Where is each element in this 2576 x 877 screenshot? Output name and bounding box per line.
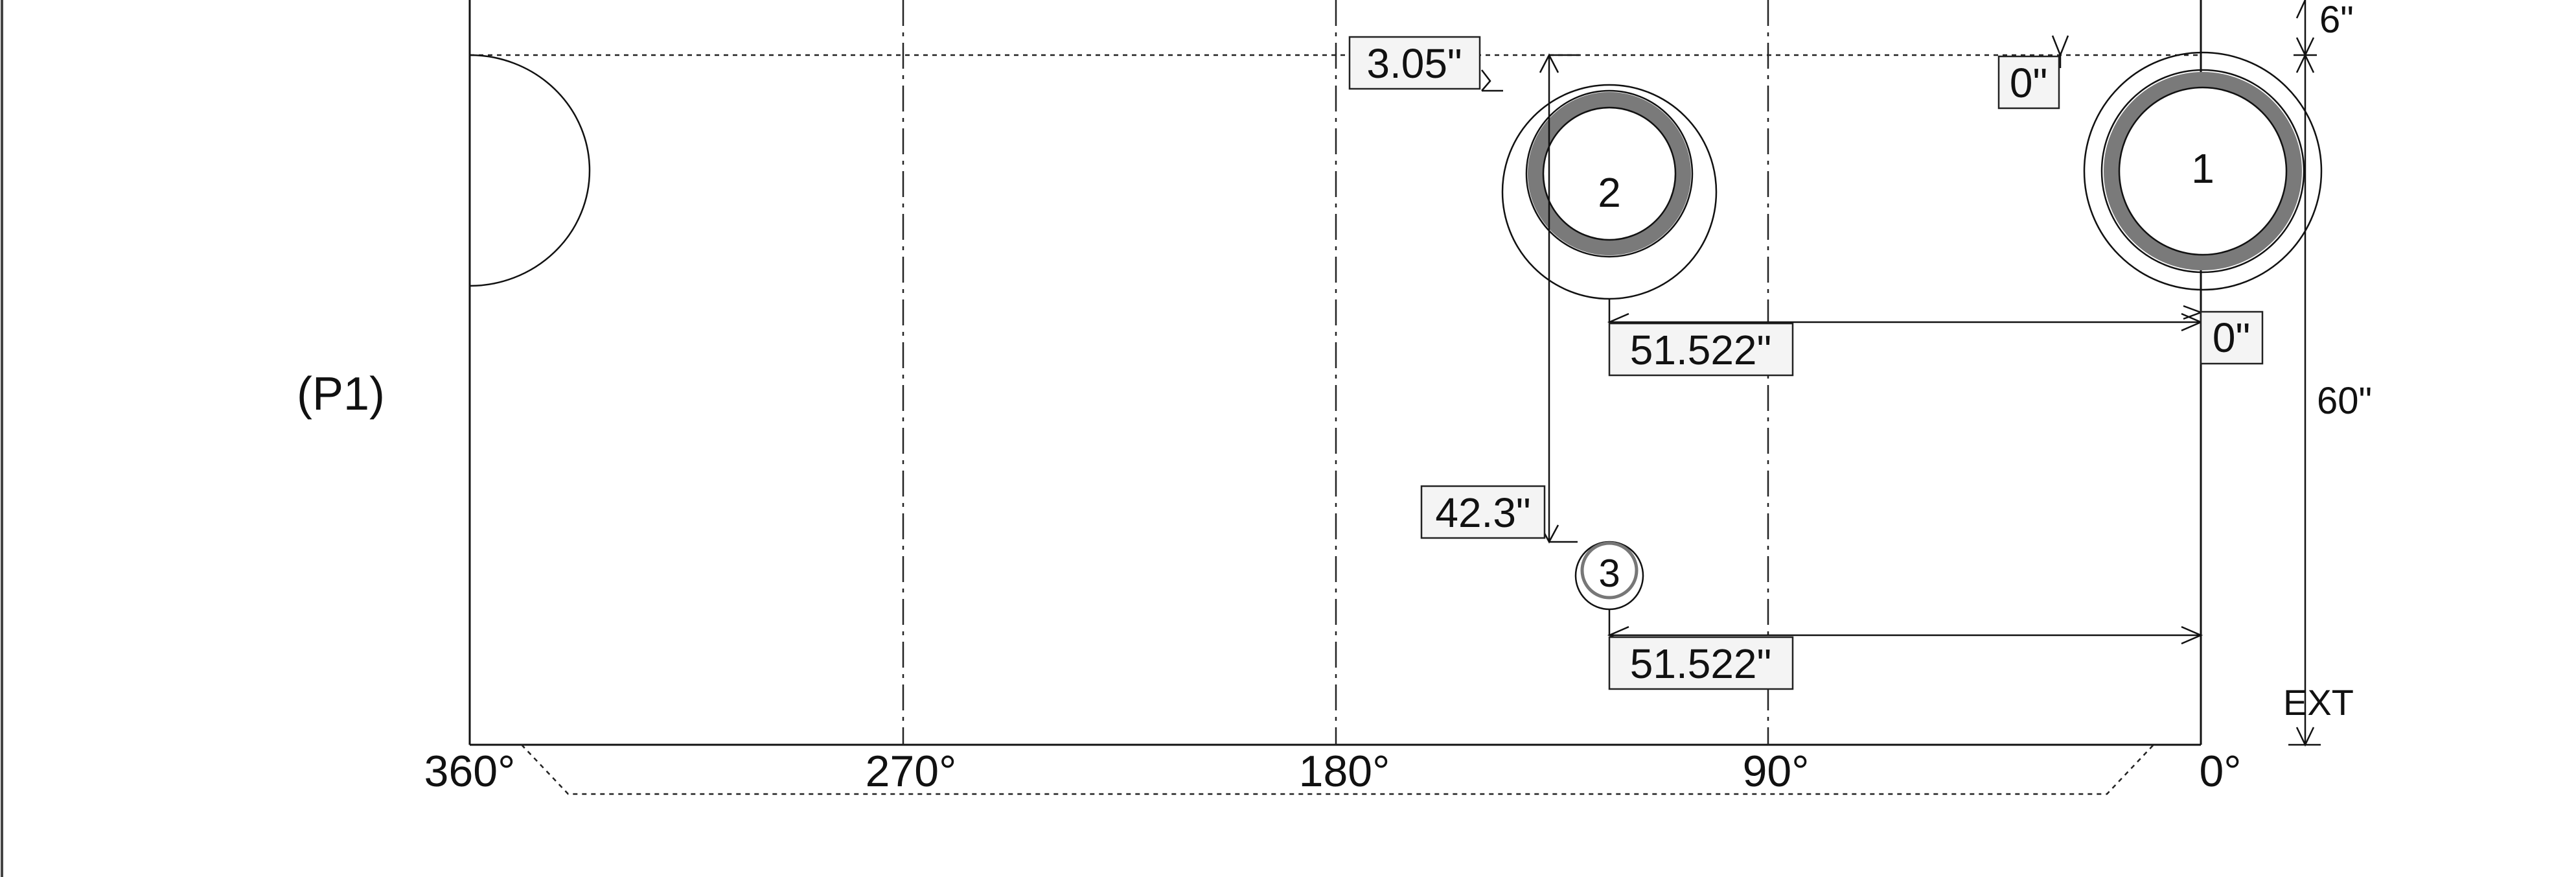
dim-box-vertical bbox=[1420, 485, 1546, 539]
angle-label-360: 360° bbox=[424, 747, 516, 796]
dim-h2-distance: 51.522" bbox=[1630, 327, 1771, 373]
dim-vertical-2-3: 42.3" bbox=[1435, 489, 1530, 536]
hole-1 bbox=[2083, 51, 2323, 291]
angle-label-90: 90° bbox=[1743, 747, 1810, 796]
angle-label-270: 270° bbox=[866, 747, 957, 796]
dim-top-offset-2: 3.05" bbox=[1366, 40, 1462, 87]
wrapped-hole-arc bbox=[469, 54, 591, 287]
hole-2 bbox=[1501, 84, 1718, 300]
dim-h3-distance: 51.522" bbox=[1630, 640, 1771, 687]
dim-side-offset-1: 0" bbox=[2213, 314, 2250, 361]
dim-box-h2 bbox=[1608, 322, 1794, 377]
dim-box-h3 bbox=[1608, 636, 1794, 690]
offset-305-marker bbox=[1481, 69, 1503, 92]
h-zero-marker-hole-1 bbox=[2183, 305, 2203, 320]
dim-box-side-zero bbox=[2200, 310, 2264, 365]
ext-label: EXT bbox=[2283, 682, 2354, 723]
quadrant-centerlines bbox=[902, 0, 1769, 745]
dim-total-height: 60" bbox=[2317, 380, 2372, 422]
hole-3-label: 3 bbox=[1598, 552, 1620, 595]
bottom-weld-seam-outline bbox=[521, 744, 2154, 795]
dim-top-offset-1: 0" bbox=[2010, 60, 2047, 106]
dim-box-top-zero bbox=[1997, 55, 2060, 110]
hole-1-label: 1 bbox=[2191, 145, 2214, 192]
angle-label-180: 180° bbox=[1299, 747, 1390, 796]
dim-top-margin: 6" bbox=[2319, 0, 2354, 41]
right-vertical-dimension bbox=[2288, 0, 2321, 747]
panel-label: (P1) bbox=[297, 368, 385, 420]
angle-label-0: 0° bbox=[2199, 747, 2241, 796]
hole-2-label: 2 bbox=[1598, 169, 1621, 216]
dim-box-305 bbox=[1348, 36, 1481, 90]
